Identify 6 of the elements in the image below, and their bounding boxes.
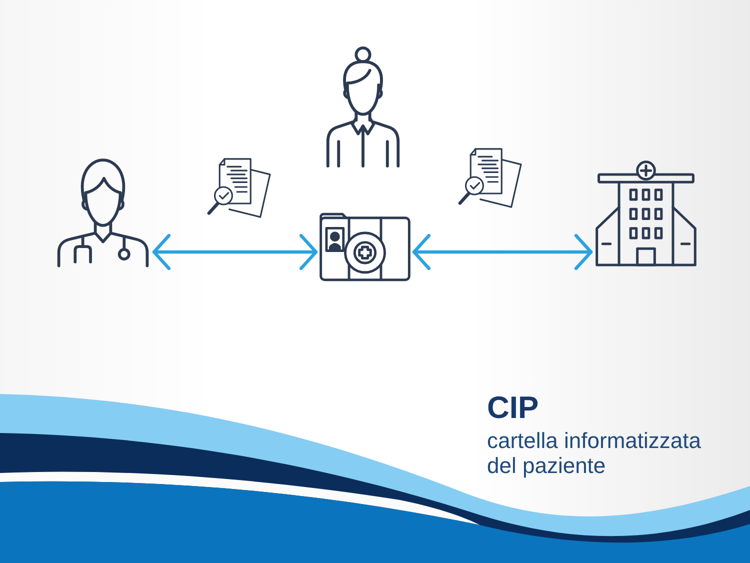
double-arrow [412, 234, 593, 270]
medical-folder-illustration [318, 211, 412, 283]
hospital-illustration [593, 158, 699, 268]
subtitle-text: cartella informatizzata del paziente [487, 428, 702, 478]
acronym-heading: CIP [487, 392, 539, 424]
double-arrow [152, 234, 318, 270]
